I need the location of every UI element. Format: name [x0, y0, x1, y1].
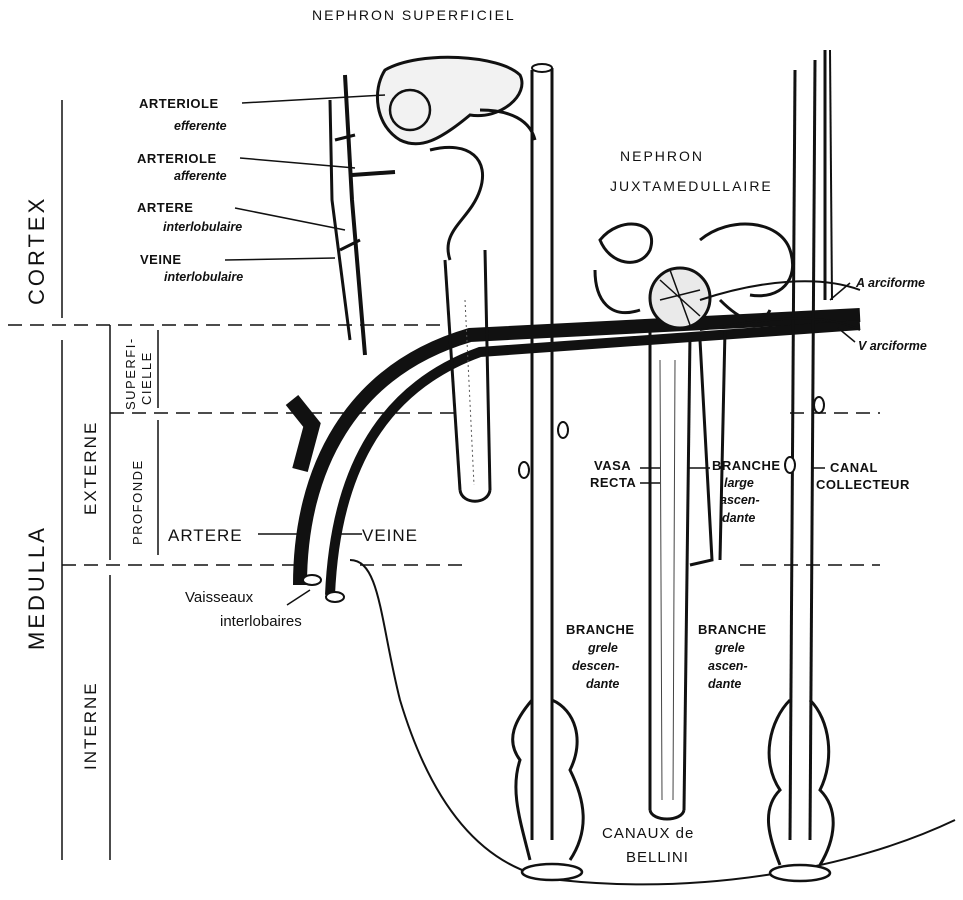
- label-branche-large-1: BRANCHE: [712, 458, 781, 473]
- collecting-duct-left: [513, 64, 584, 880]
- label-veine-interlobulaire-2: interlobulaire: [164, 270, 243, 284]
- label-artere: ARTERE: [168, 526, 243, 545]
- label-branche-large-2: large: [724, 476, 754, 490]
- label-veine-interlobulaire-1: VEINE: [140, 252, 182, 267]
- label-canal-collecteur-2: COLLECTEUR: [816, 477, 910, 492]
- label-branche-grele-desc-2: grele: [587, 641, 618, 655]
- label-branche-grele-asc-3: ascen-: [708, 659, 748, 673]
- label-canal-collecteur-1: CANAL: [830, 460, 878, 475]
- arcuate-vessels: [292, 315, 955, 884]
- label-branche-grele-desc-1: BRANCHE: [566, 622, 635, 637]
- zone-superficielle-1: SUPERFI-: [123, 337, 138, 410]
- zone-interne: INTERNE: [81, 681, 100, 770]
- label-v-arciforme: V arciforme: [858, 339, 927, 353]
- label-branche-large-3: ascen-: [720, 493, 760, 507]
- label-branche-grele-asc-1: BRANCHE: [698, 622, 767, 637]
- label-veine: VEINE: [362, 526, 418, 545]
- label-arteriole-afferente-1: ARTERIOLE: [137, 151, 217, 166]
- label-branche-grele-asc-4: dante: [708, 677, 741, 691]
- label-branche-grele-asc-2: grele: [714, 641, 745, 655]
- zone-superficielle-2: CIELLE: [139, 351, 154, 405]
- label-canaux-bellini-1: CANAUX de: [602, 825, 694, 842]
- label-vasa-recta-1: VASA: [594, 458, 631, 473]
- zone-profonde: PROFONDE: [130, 459, 145, 545]
- label-arteriole-efferente-1: ARTERIOLE: [139, 96, 219, 111]
- zone-externe: EXTERNE: [81, 421, 100, 515]
- label-branche-grele-desc-3: descen-: [572, 659, 619, 673]
- superficial-nephron: [377, 57, 535, 501]
- label-branche-large-4: dante: [722, 511, 755, 525]
- label-vaisseaux-2: interlobaires: [220, 613, 302, 630]
- label-arteriole-efferente-2: efferente: [174, 119, 227, 133]
- label-artere-interlobulaire-1: ARTERE: [137, 200, 193, 215]
- label-arteriole-afferente-2: afferente: [174, 169, 227, 183]
- title-nephron-juxta-2: JUXTAMEDULLAIRE: [610, 178, 773, 194]
- label-artere-interlobulaire-2: interlobulaire: [163, 220, 242, 234]
- label-vasa-recta-2: RECTA: [590, 475, 636, 490]
- label-branche-grele-desc-4: dante: [586, 677, 619, 691]
- title-nephron-juxta-1: NEPHRON: [620, 148, 704, 164]
- label-canaux-bellini-2: BELLINI: [626, 849, 689, 866]
- zone-medulla: MEDULLA: [24, 525, 49, 650]
- title-nephron-superficiel: NEPHRON SUPERFICIEL: [312, 7, 516, 23]
- label-vaisseaux-1: Vaisseaux: [185, 589, 254, 606]
- zone-cortex: CORTEX: [24, 196, 49, 305]
- label-a-arciforme: A arciforme: [855, 276, 925, 290]
